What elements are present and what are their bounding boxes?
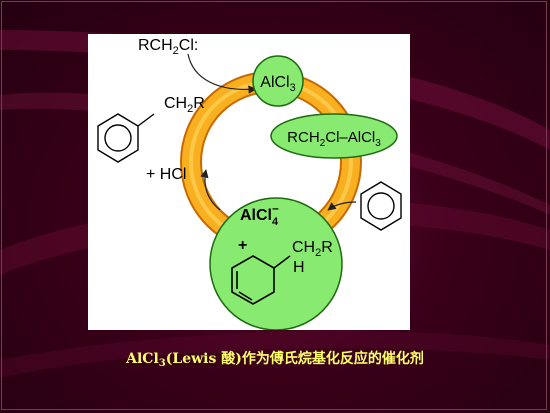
- catalyst-label: AlCl: [260, 74, 289, 91]
- complex-part-a: RCH: [287, 129, 320, 146]
- anion-label: AlCl: [240, 207, 272, 224]
- complex-sub-a: 2: [320, 138, 326, 149]
- incoming-benzene: [360, 181, 402, 231]
- complex-part-b: Cl–AlCl: [325, 129, 375, 146]
- carbocation-plus: +: [238, 237, 247, 254]
- diagram-panel: AlCl3 RCH2Cl–AlCl3 AlCl4– +: [88, 34, 410, 330]
- catalyst-node: AlCl3: [252, 55, 304, 107]
- svg-text:CH2R: CH2R: [292, 239, 333, 259]
- sigma-substituent-tail: R: [321, 239, 333, 256]
- product-benzene: [97, 113, 155, 163]
- complex-sub-b: 3: [375, 138, 381, 149]
- svg-text:AlCl4–: AlCl4–: [240, 201, 279, 228]
- reactant-label: RCH: [138, 37, 173, 54]
- sigma-substituent: CH: [292, 239, 315, 256]
- cyclohexadienyl-ring: [231, 255, 291, 305]
- sigma-hydrogen: H: [293, 259, 305, 276]
- slide-caption: AlCl3(Lewis 酸)作为傅氏烷基化反应的催化剂: [126, 351, 424, 369]
- product-substituent-tail: R: [193, 95, 205, 112]
- svg-text:CH2R: CH2R: [164, 95, 205, 115]
- hcl-byproduct: + HCl: [146, 166, 186, 183]
- arrow-product-out: [200, 169, 221, 211]
- arrow-reactant-in: [187, 53, 257, 94]
- svg-text:AlCl3: AlCl3: [260, 74, 295, 94]
- complex-node: RCH2Cl–AlCl3: [270, 113, 398, 159]
- product-substituent-sub: 2: [187, 103, 193, 115]
- catalyst-subscript: 3: [290, 82, 296, 94]
- sigma-complex-node: AlCl4– + CH2R H: [209, 197, 343, 330]
- reactant-tail: Cl:: [179, 37, 199, 54]
- svg-text:RCH2Cl:: RCH2Cl:: [138, 37, 198, 57]
- anion-superscript: –: [272, 201, 279, 215]
- catalytic-cycle-diagram: AlCl3 RCH2Cl–AlCl3 AlCl4– +: [97, 37, 402, 330]
- anion-subscript: 4: [272, 216, 279, 228]
- reactant-subscript: 2: [173, 45, 179, 57]
- product-substituent: CH: [164, 95, 187, 112]
- arrow-benzene-in: [327, 201, 357, 211]
- sigma-substituent-sub: 2: [315, 247, 321, 259]
- svg-text:RCH2Cl–AlCl3: RCH2Cl–AlCl3: [287, 129, 381, 149]
